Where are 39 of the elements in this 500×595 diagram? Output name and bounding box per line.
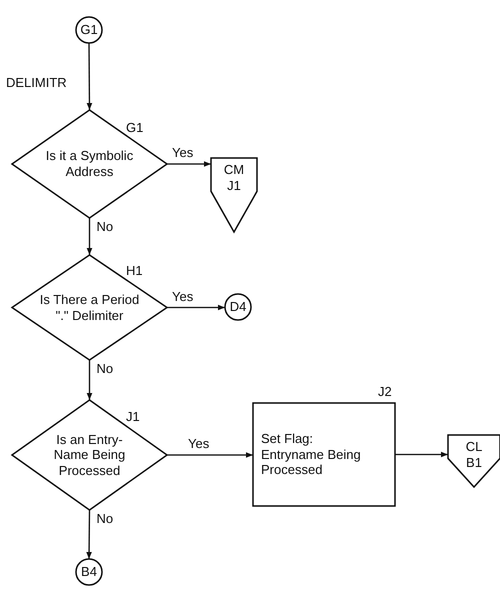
arrow [86,43,92,110]
connector-reference: J1 [227,178,241,194]
connector-reference: B1 [466,454,482,470]
arrow [86,360,92,400]
off-page-connector [211,158,257,232]
block-id: G1 [126,121,144,136]
edge-label: No [96,362,114,376]
edge-label: Yes [171,290,194,304]
arrow [86,510,92,559]
edge-label: Yes [171,146,194,160]
off-page-connector [448,435,500,487]
arrow [167,452,253,458]
process-box [253,403,395,506]
block-id: H1 [126,264,143,278]
edge-label: No [96,220,114,234]
process-text: Set Flag: Entryname Being Processed [261,431,362,478]
decision-diamond [12,255,167,360]
arrow [395,452,448,458]
block-id: J1 [126,410,140,424]
arrow [167,161,211,167]
connector-reference: CM [224,162,244,178]
decision-diamond [12,110,167,218]
decision-text: Is it a Symbolic Address [44,148,134,180]
decision-text: Is an Entry-Name Being Processed [52,432,126,478]
block-id: J2 [378,385,392,400]
entry-point-name: DELIMITR [6,76,67,90]
connector-reference: B4 [81,564,97,580]
connector-circle [76,17,102,43]
edge-label: No [96,512,114,526]
decision-text: Is There a Period "." Delimiter [40,292,140,324]
connector-circle [76,559,102,585]
connector-circle [225,294,251,320]
arrow [86,218,92,255]
connector-reference: D4 [230,299,246,315]
connector-reference: CL [466,439,482,455]
decision-diamond [12,400,167,510]
connector-reference: G1 [80,22,98,38]
edge-label: Yes [187,437,210,452]
arrow [167,304,225,310]
